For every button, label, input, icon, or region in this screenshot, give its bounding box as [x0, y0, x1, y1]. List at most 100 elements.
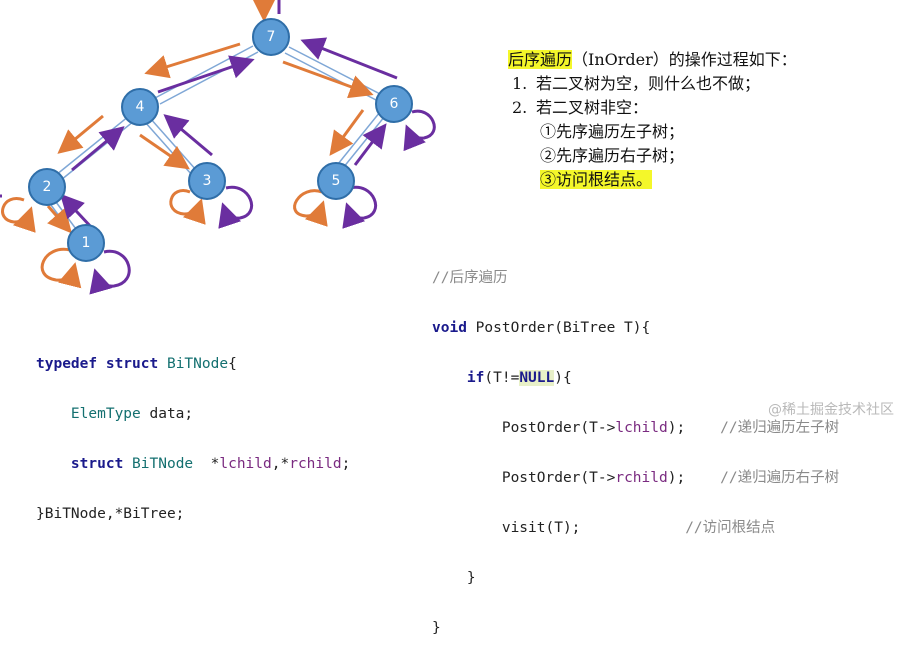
code-line: }: [432, 616, 839, 641]
code-line: //后序遍历: [432, 266, 839, 291]
code-comment: //递归遍历左子树: [720, 420, 840, 436]
description-step-2: ②先序遍历右子树；: [508, 144, 797, 168]
code-text: *: [193, 456, 220, 472]
keyword: struct: [70, 456, 124, 472]
edge-4-3-b: [144, 121, 193, 176]
loop-left-2: [1, 197, 36, 233]
binary-tree-diagram: 7 4 6 2 3 5 1: [0, 0, 436, 295]
code-text: ){: [554, 370, 572, 386]
arrow-4-to-3: [139, 133, 190, 170]
code-comment: //递归遍历右子树: [720, 470, 840, 486]
node-6: 6: [375, 85, 413, 123]
struct-definition-code: typedef struct BiTNode{ ElemType data; s…: [36, 327, 350, 552]
descend-arrows: [1, 42, 374, 289]
ascend-arrows: [0, 37, 436, 295]
field-name: lchild: [219, 456, 272, 472]
edge-4-3: [149, 117, 198, 172]
code-text: {: [228, 356, 237, 372]
code-line: }: [432, 566, 839, 591]
step-text: ①先序遍历左子树；: [540, 122, 685, 141]
code-text: }: [432, 620, 441, 636]
arrow-7-to-4: [144, 42, 241, 79]
edge-6-5: [342, 115, 386, 169]
loop-right-1: [89, 249, 131, 295]
arrow-4-to-7: [157, 55, 255, 94]
watermark: @稀土掘金技术社区: [768, 402, 894, 418]
edge-7-4: [154, 45, 254, 99]
keyword: if: [466, 370, 485, 386]
item-text: 若二叉树非空：: [536, 98, 649, 117]
node-label: 7: [267, 29, 276, 45]
description-title: 后序遍历（InOrder）的操作过程如下：: [508, 48, 797, 72]
code-line: typedef struct BiTNode{: [36, 352, 350, 377]
code-text: PostOrder(T->: [501, 420, 616, 436]
arrow-3-to-4: [163, 114, 213, 157]
description-item-2: 2. 若二叉树非空：: [508, 96, 797, 120]
loop-right-3: [218, 185, 253, 229]
postorder-description: 后序遍历（InOrder）的操作过程如下： 1. 若二叉树为空，则什么也不做； 2…: [508, 48, 797, 192]
code-comment: //后序遍历: [432, 270, 508, 286]
code-text: data;: [140, 406, 194, 422]
code-text: (T!=: [484, 370, 520, 386]
edge-7-4-b: [159, 51, 259, 105]
node-5: 5: [317, 162, 355, 200]
code-text: }BiTNode,*BiTree;: [36, 506, 185, 522]
item-text: 若二叉树为空，则什么也不做；: [536, 74, 761, 93]
code-line: struct BiTNode *lchild,*rchild;: [36, 452, 350, 477]
field-name: rchild: [289, 456, 342, 472]
node-label: 3: [203, 173, 212, 189]
arrow-6-to-7: [300, 37, 398, 80]
node-7: 7: [252, 18, 290, 56]
title-rest: （InOrder）的操作过程如下：: [572, 50, 797, 69]
code-line: }BiTNode,*BiTree;: [36, 502, 350, 527]
code-line: visit(T); //访问根结点: [432, 516, 839, 541]
tree-edges: [47, 45, 386, 233]
step-text-highlight: ③访问根结点。: [540, 170, 653, 189]
loop-right-5: [342, 185, 377, 229]
arrow-4-to-2: [57, 114, 104, 154]
type-name: BiTNode: [132, 456, 194, 472]
postorder-function-code: //后序遍历 void PostOrder(BiTree T){ if(T!=N…: [432, 241, 839, 666]
arrow-1-to-2: [59, 193, 94, 230]
code-text: PostOrder(BiTree T){: [466, 320, 651, 336]
type-name: BiTNode: [166, 356, 229, 372]
field-name: lchild: [615, 420, 668, 436]
code-line: void PostOrder(BiTree T){: [432, 316, 839, 341]
arrow-2-to-1: [46, 205, 72, 234]
node-label: 4: [136, 99, 145, 115]
code-text: visit(T);: [501, 520, 581, 536]
node-label: 1: [82, 235, 91, 251]
item-number: 2.: [512, 98, 528, 117]
arrow-5-to-6: [353, 123, 387, 166]
code-comment: //访问根结点: [685, 520, 776, 536]
code-line: PostOrder(T->rchild); //递归遍历右子树: [432, 466, 839, 491]
code-line: if(T!=NULL){: [432, 366, 839, 391]
loop-left-1: [40, 247, 82, 289]
description-step-1: ①先序遍历左子树；: [508, 120, 797, 144]
node-2: 2: [28, 168, 66, 206]
keyword: void: [432, 320, 467, 336]
type-name: ElemType: [70, 406, 141, 422]
node-1: 1: [67, 224, 105, 262]
loop-left-3: [169, 189, 206, 225]
arrow-2-to-4: [71, 126, 125, 172]
null-keyword: NULL: [519, 370, 555, 386]
node-label: 5: [332, 173, 341, 189]
description-item-1: 1. 若二叉树为空，则什么也不做；: [508, 72, 797, 96]
code-text: );: [667, 470, 686, 486]
item-number: 1.: [512, 74, 528, 93]
arrow-7-to-6: [282, 60, 374, 99]
title-highlight: 后序遍历: [508, 50, 573, 69]
loop-left-5: [293, 189, 328, 227]
step-text: ②先序遍历右子树；: [540, 146, 685, 165]
node-4: 4: [121, 88, 159, 126]
field-name: rchild: [615, 470, 668, 486]
arrow-6-to-5: [329, 109, 365, 156]
edge-4-2: [55, 115, 130, 176]
node-label: 6: [390, 96, 399, 112]
keyword: struct: [105, 356, 159, 372]
node-3: 3: [188, 162, 226, 200]
edge-7-6-b: [284, 52, 379, 102]
code-text: PostOrder(T->: [501, 470, 616, 486]
code-line: ElemType data;: [36, 402, 350, 427]
